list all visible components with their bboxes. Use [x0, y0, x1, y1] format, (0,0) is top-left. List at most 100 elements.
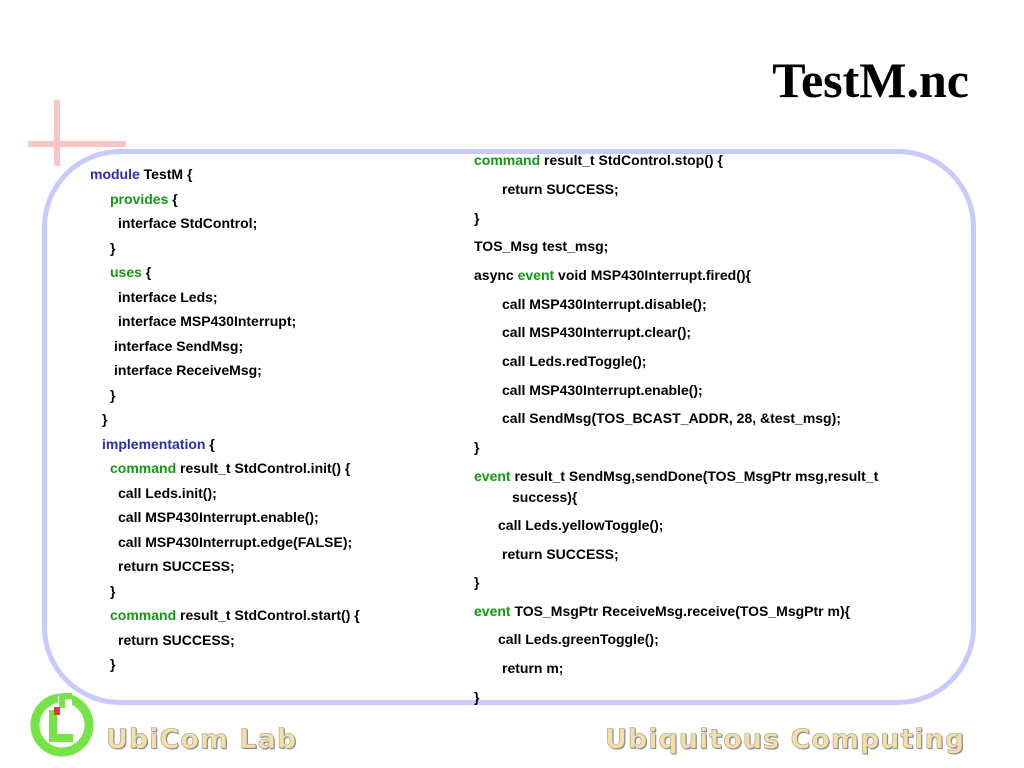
course-subject: Ubiquitous Computing [605, 724, 966, 756]
cross-decoration-vertical [54, 100, 60, 166]
left-code-line: interface Leds; [118, 290, 218, 304]
right-code-line: call Leds.yellowToggle(); [498, 518, 663, 532]
code-keyword: event [474, 603, 511, 619]
code-text: return SUCCESS; [502, 546, 619, 562]
code-text: TOS_MsgPtr ReceiveMsg.receive(TOS_MsgPtr… [510, 603, 851, 619]
code-text: call MSP430Interrupt.clear(); [502, 324, 692, 340]
code-text: { [141, 264, 152, 280]
code-text: result_t StdControl.start() { [176, 607, 360, 623]
left-code-line: } [102, 412, 107, 426]
code-text: return SUCCESS; [118, 558, 235, 574]
left-code-line: interface ReceiveMsg; [114, 363, 262, 377]
code-keyword: module [90, 166, 140, 182]
code-text: interface SendMsg; [114, 338, 244, 354]
code-text: call MSP430Interrupt.disable(); [502, 296, 707, 312]
right-code-line: event TOS_MsgPtr ReceiveMsg.receive(TOS_… [474, 604, 850, 618]
code-text: } [110, 240, 116, 256]
left-code-line: implementation { [102, 437, 215, 451]
code-keyword: command [110, 607, 177, 623]
code-text: return SUCCESS; [502, 181, 619, 197]
right-code-line: return SUCCESS; [502, 182, 619, 196]
left-code-line: } [110, 657, 115, 671]
code-text: call Leds.greenToggle(); [498, 631, 659, 647]
left-code-line: } [110, 388, 115, 402]
code-keyword: event [517, 267, 555, 283]
code-text: } [110, 583, 116, 599]
left-code-line: return SUCCESS; [118, 559, 235, 573]
cross-decoration-horizontal [28, 141, 126, 147]
left-code-line: call MSP430Interrupt.enable(); [118, 510, 319, 524]
code-text: TOS_Msg test_msg; [474, 238, 609, 254]
code-frame [42, 149, 976, 705]
left-code-line: module TestM { [90, 167, 192, 181]
right-code-line: success){ [512, 490, 577, 504]
code-text: result_t StdControl.stop() { [540, 152, 723, 168]
code-text: call Leds.yellowToggle(); [498, 517, 664, 533]
right-code-line: } [474, 690, 479, 704]
right-code-line: event result_t SendMsg,sendDone(TOS_MsgP… [474, 469, 878, 483]
right-code-line: call MSP430Interrupt.clear(); [502, 325, 691, 339]
code-text: interface MSP430Interrupt; [118, 313, 297, 329]
code-text: interface StdControl; [118, 215, 258, 231]
ubicom-logo-icon [30, 693, 94, 757]
slide-title: TestM.nc [772, 52, 969, 108]
right-code-line: } [474, 211, 479, 225]
code-keyword: command [474, 152, 541, 168]
right-code-line: call MSP430Interrupt.disable(); [502, 297, 707, 311]
right-code-line: call SendMsg(TOS_BCAST_ADDR, 28, &test_m… [502, 411, 841, 425]
code-text: call MSP430Interrupt.enable(); [502, 382, 703, 398]
code-text: TestM { [139, 166, 193, 182]
right-code-line: call Leds.redToggle(); [502, 354, 646, 368]
code-text: } [474, 439, 480, 455]
left-code-line: uses { [110, 265, 151, 279]
left-code-line: interface StdControl; [118, 216, 257, 230]
code-keyword: command [110, 460, 177, 476]
right-code-line: call MSP430Interrupt.enable(); [502, 383, 703, 397]
left-code-line: interface SendMsg; [114, 339, 243, 353]
left-code-line: } [110, 241, 115, 255]
right-code-line: call Leds.greenToggle(); [498, 632, 659, 646]
right-code-line: return m; [502, 661, 563, 675]
right-code-line: TOS_Msg test_msg; [474, 239, 608, 253]
left-code-line: interface MSP430Interrupt; [118, 314, 296, 328]
code-text: result_t StdControl.init() { [176, 460, 351, 476]
code-text: } [474, 574, 480, 590]
left-code-line: command result_t StdControl.start() { [110, 608, 360, 622]
code-text: interface Leds; [118, 289, 218, 305]
code-text: call Leds.init(); [118, 485, 217, 501]
code-text: result_t SendMsg,sendDone(TOS_MsgPtr msg… [510, 468, 879, 484]
lab-name: UbiCom Lab [106, 724, 298, 756]
left-code-line: command result_t StdControl.init() { [110, 461, 350, 475]
code-text: success){ [512, 489, 578, 505]
code-text: call MSP430Interrupt.edge(FALSE); [118, 534, 353, 550]
right-code-line: } [474, 440, 479, 454]
code-text: void MSP430Interrupt.fired(){ [554, 267, 751, 283]
code-text: { [168, 191, 178, 207]
code-text: call SendMsg(TOS_BCAST_ADDR, 28, &test_m… [502, 410, 841, 426]
code-text: { [205, 436, 215, 452]
code-keyword: uses [110, 264, 142, 280]
code-text: async [474, 267, 518, 283]
left-code-line: provides { [110, 192, 178, 206]
right-code-line: return SUCCESS; [502, 547, 619, 561]
right-code-line: async event void MSP430Interrupt.fired()… [474, 268, 751, 282]
code-text: } [110, 387, 116, 403]
code-text: } [110, 656, 116, 672]
left-code-line: } [110, 584, 115, 598]
code-text: call MSP430Interrupt.enable(); [118, 509, 319, 525]
right-code-line: command result_t StdControl.stop() { [474, 153, 723, 167]
code-text: call Leds.redToggle(); [502, 353, 647, 369]
left-code-line: call MSP430Interrupt.edge(FALSE); [118, 535, 352, 549]
code-text: return SUCCESS; [118, 632, 235, 648]
left-code-line: call Leds.init(); [118, 486, 217, 500]
code-text: } [474, 689, 480, 705]
left-code-line: return SUCCESS; [118, 633, 235, 647]
right-code-line: } [474, 575, 479, 589]
code-text: interface ReceiveMsg; [114, 362, 262, 378]
code-keyword: implementation [102, 436, 206, 452]
code-keyword: provides [110, 191, 169, 207]
code-text: return m; [502, 660, 564, 676]
code-keyword: event [474, 468, 511, 484]
code-text: } [474, 210, 480, 226]
code-text: } [102, 411, 108, 427]
